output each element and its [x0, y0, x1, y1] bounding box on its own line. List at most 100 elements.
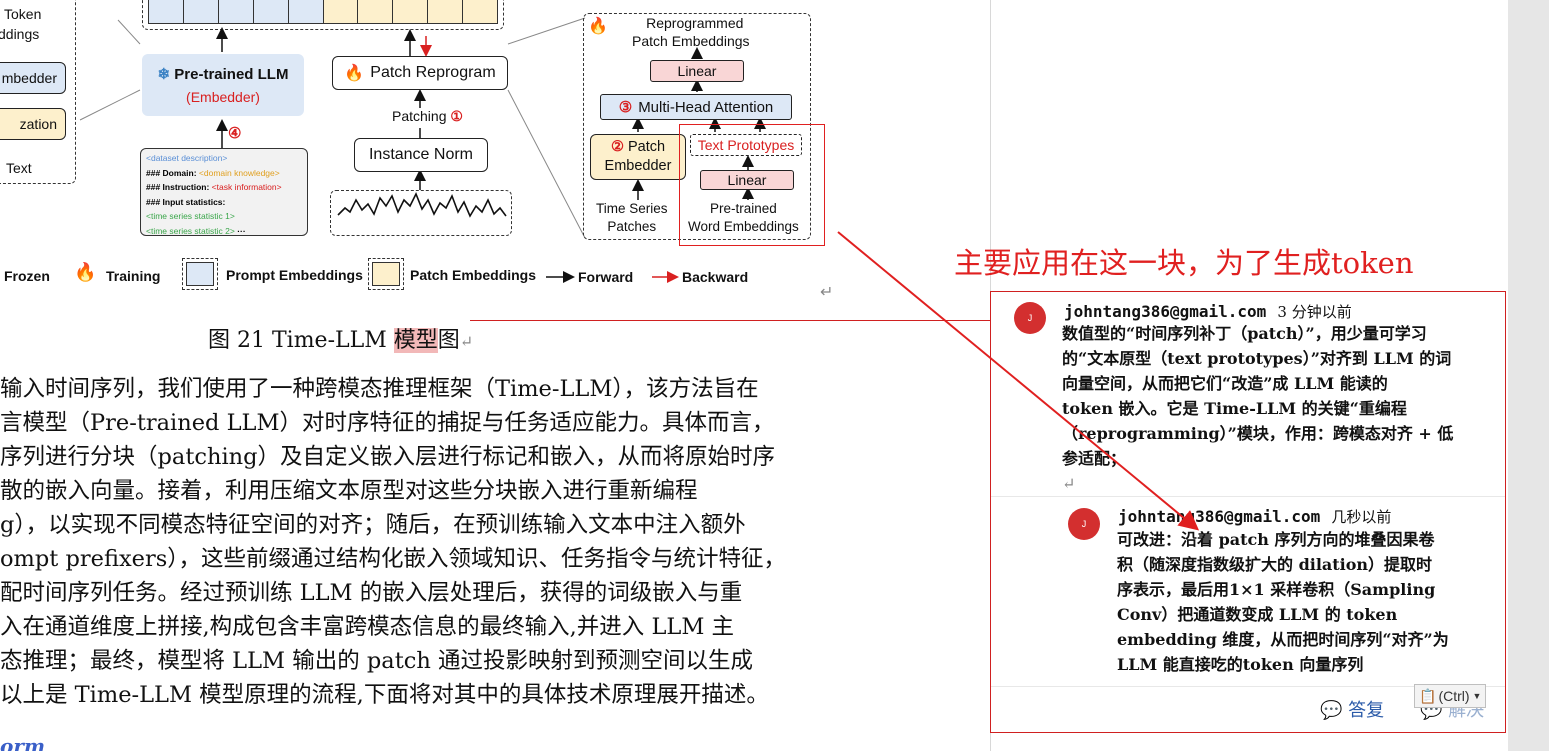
- pretrained-llm-title-text: Pre-trained LLM: [174, 66, 289, 83]
- right-scroll-area[interactable]: [1508, 0, 1549, 751]
- snowflake-icon: ❄: [157, 66, 171, 83]
- ts-patches-line2: Patches: [607, 219, 657, 234]
- comment-1-body[interactable]: 数值型的“时间序列补丁（patch）”，用少量可学习 的“文本原型（text p…: [1062, 321, 1502, 496]
- comment-1-line-4: token 嵌入。它是 Time-LLM 的关键“重编程: [1062, 399, 1407, 418]
- mha-label: Multi-Head Attention: [638, 98, 774, 116]
- ts-patches-line1: Time Series: [596, 201, 668, 216]
- comment-2-avatar[interactable]: J: [1068, 508, 1100, 540]
- prompt-stats-key: ### Input statistics:: [146, 196, 226, 207]
- left-panel-frame: [0, 0, 76, 184]
- left-label-token: Token: [4, 6, 42, 22]
- prompt-instruction-val: <task information>: [211, 182, 282, 192]
- pretrained-llm-embedder: ❄ Pre-trained LLM (Embedder): [142, 54, 304, 116]
- comment-2-line-2: 积（随深度指数级扩大的 dilation）提取时: [1117, 555, 1433, 574]
- left-embedder-label: mbedder: [1, 70, 57, 86]
- body-line-5: g），以实现不同模态特征空间的对齐；随后，在预训练输入文本中注入额外: [0, 512, 746, 538]
- paragraph-mark: ↵: [820, 284, 834, 301]
- comment-separator: [991, 496, 1505, 497]
- body-line-6: ompt prefixers），这些前缀通过结构化嵌入领域知识、任务指令与统计特…: [0, 546, 787, 572]
- comment-2-header: johntang386@gmail.com 几秒以前: [1118, 506, 1391, 527]
- prompt-stat2: <time series statistic 2>: [146, 225, 235, 236]
- step-1-badge: ①: [450, 108, 463, 124]
- paste-options-button[interactable]: 📋 (Ctrl) ▼: [1414, 684, 1487, 708]
- time-llm-figure: Token ddings mbedder zation Text: [0, 0, 990, 301]
- pretrained-llm-subtitle: (Embedder): [186, 89, 260, 105]
- linear-bottom-label: Linear: [727, 172, 767, 188]
- word-emb-line2: Word Embeddings: [688, 219, 799, 234]
- comment-1-line-6: 参适配；: [1062, 449, 1127, 468]
- token-strip: [148, 0, 498, 24]
- document-page: Token ddings mbedder zation Text: [0, 0, 990, 751]
- body-line-1: 输入时间序列，我们使用了一种跨模态推理框架（Time-LLM），该方法旨在: [0, 376, 759, 402]
- red-annotation-text: 主要应用在这一块，为了生成token: [954, 246, 1414, 280]
- body-line-8: 入在通道维度上拼接,构成包含丰富跨模态信息的最终输入,并进入 LLM 主: [0, 614, 735, 640]
- caption-prefix: 图 21 Time-LLM: [208, 328, 394, 353]
- prompt-instruction-key: ### Instruction:: [146, 182, 210, 192]
- legend-fire-icon: 🔥: [74, 262, 97, 283]
- time-series-wave: [337, 192, 507, 218]
- body-line-9: 态推理；最终，模型将 LLM 输出的 patch 通过投影映射到预测空间以生成: [0, 648, 753, 674]
- comment-1-avatar[interactable]: J: [1014, 302, 1046, 334]
- reprogrammed-title-line1: Reprogrammed: [646, 15, 744, 31]
- comment-actions-separator: [991, 686, 1505, 687]
- fire-icon: 🔥: [344, 65, 365, 82]
- body-paragraph: 输入时间序列，我们使用了一种跨模态推理框架（Time-LLM），该方法旨在 言模…: [0, 372, 990, 712]
- legend-backward: Backward: [682, 269, 749, 285]
- token-strip-frame: [142, 0, 504, 30]
- comment-2-line-1: 可改进：沿着 patch 序列方向的堆叠因果卷: [1117, 530, 1435, 549]
- chevron-down-icon: ▼: [1472, 691, 1482, 701]
- comment-1-line-2: 的“文本原型（text prototypes）”对齐到 LLM 的词: [1062, 349, 1452, 368]
- patch-reprogram-label: Patch Reprogram: [370, 64, 496, 81]
- linear-top-box: Linear: [650, 60, 744, 82]
- instance-norm-label: Instance Norm: [368, 146, 474, 163]
- caption-highlight[interactable]: 模型: [393, 328, 438, 353]
- left-tokenization-box: zation: [0, 108, 66, 140]
- step-3-badge: ③: [618, 99, 633, 116]
- patch-embedder-line2: Embedder: [604, 158, 672, 174]
- left-label-text: Text: [6, 160, 32, 176]
- clipboard-icon: 📋: [1419, 687, 1437, 704]
- reprogrammed-title: Reprogrammed Patch Embeddings: [632, 14, 750, 50]
- body-line-10: 以上是 Time-LLM 模型原理的流程,下面将对其中的具体技术原理展开描述。: [0, 682, 769, 708]
- left-tokenization-label: zation: [19, 116, 57, 132]
- left-embedder-box: mbedder: [0, 62, 66, 94]
- comment-2-time: 几秒以前: [1331, 508, 1392, 526]
- legend-arrows: [546, 271, 679, 283]
- text-prototypes-box: Text Prototypes: [690, 134, 802, 156]
- caption-suffix: 图: [437, 328, 460, 353]
- linear-bottom-box: Linear: [700, 170, 794, 190]
- prompt-line-1: <dataset description>: [146, 153, 228, 163]
- comment-2-line-5: embedding 维度，从而把时间序列“对齐”为: [1117, 630, 1449, 649]
- legend-training: Training: [106, 268, 161, 284]
- comment-2-author[interactable]: johntang386@gmail.com: [1118, 507, 1321, 526]
- word-emb-line1: Pre-trained: [710, 201, 777, 216]
- figure-connectors: [79, 17, 766, 239]
- comment-2-body[interactable]: 可改进：沿着 patch 序列方向的堆叠因果卷 积（随深度指数级扩大的 dila…: [1117, 527, 1497, 677]
- prompt-domain-val: <domain knowledge>: [198, 167, 280, 178]
- comment-1-author[interactable]: johntang386@gmail.com: [1064, 302, 1267, 321]
- annotation-highlight-box: [679, 124, 825, 246]
- reply-button[interactable]: 💬 答复: [1320, 696, 1384, 722]
- comment-1-line-3: 向量空间，从而把它们“改造”成 LLM 能读的: [1062, 374, 1388, 393]
- comment-anchor-line: [470, 320, 990, 321]
- patching-text: Patching: [392, 108, 447, 124]
- prompt-ellipsis: ···: [237, 225, 246, 236]
- legend-prompt-embeddings: Prompt Embeddings: [226, 267, 363, 283]
- body-line-2: 言模型（Pre-trained LLM）对时序特征的捕捉与任务适应能力。具体而言…: [0, 410, 775, 436]
- legend-frozen: Frozen: [4, 268, 50, 284]
- pretrained-llm-title: ❄ Pre-trained LLM: [158, 65, 289, 83]
- body-line-3: 序列进行分块（patching）及自定义嵌入层进行标记和嵌入，从而将原始时序: [0, 444, 776, 470]
- left-label-embeddings: ddings: [0, 26, 40, 42]
- comment-1-time: 3 分钟以前: [1277, 303, 1352, 321]
- time-series-frame: [330, 190, 512, 236]
- mha-box: ③ Multi-Head Attention: [600, 94, 792, 120]
- reply-label: 答复: [1348, 700, 1385, 721]
- comment-2-line-6: LLM 能直接吃的token 向量序列: [1117, 655, 1364, 674]
- prompt-line-5: <time series statistic 1>: [146, 211, 235, 221]
- prompt-line-6: <time series statistic 2> ···: [146, 224, 302, 239]
- comment-1-header: johntang386@gmail.com 3 分钟以前: [1064, 301, 1352, 322]
- comment-1-line-1: 数值型的“时间序列补丁（patch）”，用少量可学习: [1062, 324, 1427, 343]
- linear-top-label: Linear: [677, 63, 717, 79]
- figure-caption: 图 21 Time-LLM 模型图↵: [208, 328, 474, 353]
